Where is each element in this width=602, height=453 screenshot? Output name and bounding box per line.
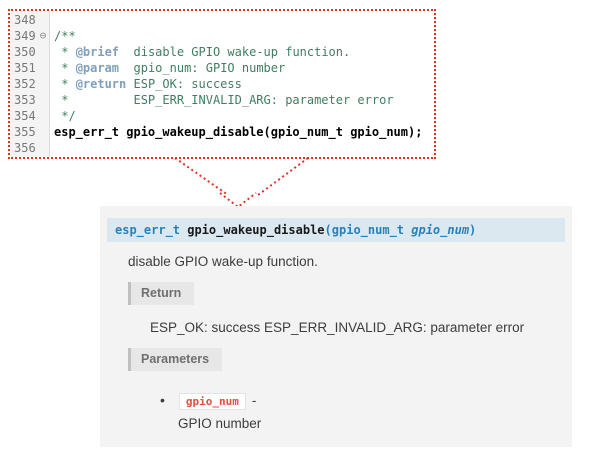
fold-spacer bbox=[36, 108, 50, 124]
return-heading: Return bbox=[128, 282, 195, 305]
parameter-item: • gpio_num- bbox=[160, 392, 257, 410]
code-line: 348 bbox=[10, 12, 434, 28]
line-number: 352 bbox=[14, 77, 36, 91]
fold-spacer bbox=[36, 140, 50, 156]
code-line: 352 * @return ESP_OK: success bbox=[10, 76, 434, 92]
code-text: esp_err_t gpio_wakeup_disable(gpio_num_t… bbox=[50, 124, 422, 140]
param-name: gpio_num bbox=[411, 223, 470, 237]
code-segment-tag: @param bbox=[75, 61, 120, 75]
arrow-down-icon bbox=[174, 157, 309, 209]
line-number: 350 bbox=[14, 45, 36, 59]
fold-spacer bbox=[36, 60, 50, 76]
code-segment-code: esp_err_t gpio_wakeup_disable(gpio_num_t… bbox=[54, 125, 423, 139]
code-segment-comment: /** bbox=[54, 29, 76, 43]
line-number: 348 bbox=[14, 13, 36, 27]
code-text: * @param gpio_num: GPIO number bbox=[50, 60, 285, 76]
code-line: 356 bbox=[10, 140, 434, 156]
documentation-panel: esp_err_t gpio_wakeup_disable(gpio_num_t… bbox=[100, 206, 572, 447]
code-segment-comment: * bbox=[54, 45, 76, 59]
parameter-description: GPIO number bbox=[178, 416, 262, 431]
code-text: * ESP_ERR_INVALID_ARG: parameter error bbox=[50, 92, 394, 108]
parameter-name-literal: gpio_num bbox=[178, 393, 246, 410]
line-number: 351 bbox=[14, 61, 36, 75]
code-text: /** bbox=[50, 28, 76, 44]
line-number: 349 bbox=[14, 29, 36, 43]
code-text bbox=[50, 12, 54, 28]
return-type-link[interactable]: esp_err_t bbox=[115, 223, 188, 237]
line-number: 354 bbox=[14, 109, 36, 123]
paren-close: ) bbox=[469, 223, 477, 237]
return-text: ESP_OK: success ESP_ERR_INVALID_ARG: par… bbox=[150, 320, 525, 335]
function-name: gpio_wakeup_disable bbox=[187, 223, 325, 237]
code-segment-comment: ESP_OK: success bbox=[126, 77, 242, 91]
code-segment-tag: @return bbox=[75, 77, 127, 91]
code-segment-comment: */ bbox=[54, 109, 76, 123]
line-number: 355 bbox=[14, 125, 36, 139]
line-number: 356 bbox=[14, 141, 36, 155]
code-line: 349⊖ /** bbox=[10, 28, 434, 44]
code-text bbox=[50, 140, 54, 156]
code-segment-comment: gpio_num: GPIO number bbox=[119, 61, 286, 75]
paren-open: ( bbox=[324, 223, 332, 237]
code-text: * @brief disable GPIO wake-up function. bbox=[50, 44, 350, 60]
fold-spacer bbox=[36, 92, 50, 108]
param-type-link[interactable]: gpio_num_t bbox=[331, 223, 412, 237]
code-segment-tag: @brief bbox=[75, 45, 120, 59]
code-line: 350 * @brief disable GPIO wake-up functi… bbox=[10, 44, 434, 60]
code-line: 353 * ESP_ERR_INVALID_ARG: parameter err… bbox=[10, 92, 434, 108]
code-text: */ bbox=[50, 108, 76, 124]
function-description: disable GPIO wake-up function. bbox=[128, 254, 318, 269]
function-signature: esp_err_t gpio_wakeup_disable(gpio_num_t… bbox=[107, 218, 565, 242]
code-line: 354 */ bbox=[10, 108, 434, 124]
code-line: 355 esp_err_t gpio_wakeup_disable(gpio_nu… bbox=[10, 124, 434, 140]
code-segment-comment: disable GPIO wake-up function. bbox=[119, 45, 351, 59]
fold-spacer bbox=[36, 12, 50, 28]
code-segment-comment: * bbox=[54, 77, 76, 91]
code-segment-comment: * ESP_ERR_INVALID_ARG: parameter error bbox=[54, 93, 394, 107]
line-number-gutter bbox=[10, 11, 50, 157]
parameter-separator: - bbox=[251, 393, 257, 408]
line-number: 353 bbox=[14, 93, 36, 107]
code-line: 351 * @param gpio_num: GPIO number bbox=[10, 60, 434, 76]
fold-spacer bbox=[36, 44, 50, 60]
code-segment-comment: * bbox=[54, 61, 76, 75]
bullet-icon: • bbox=[160, 392, 165, 408]
fold-collapse-icon[interactable]: ⊖ bbox=[39, 29, 47, 42]
parameters-heading: Parameters bbox=[128, 348, 223, 371]
fold-spacer bbox=[36, 124, 50, 140]
code-text: * @return ESP_OK: success bbox=[50, 76, 242, 92]
fold-spacer bbox=[36, 76, 50, 92]
